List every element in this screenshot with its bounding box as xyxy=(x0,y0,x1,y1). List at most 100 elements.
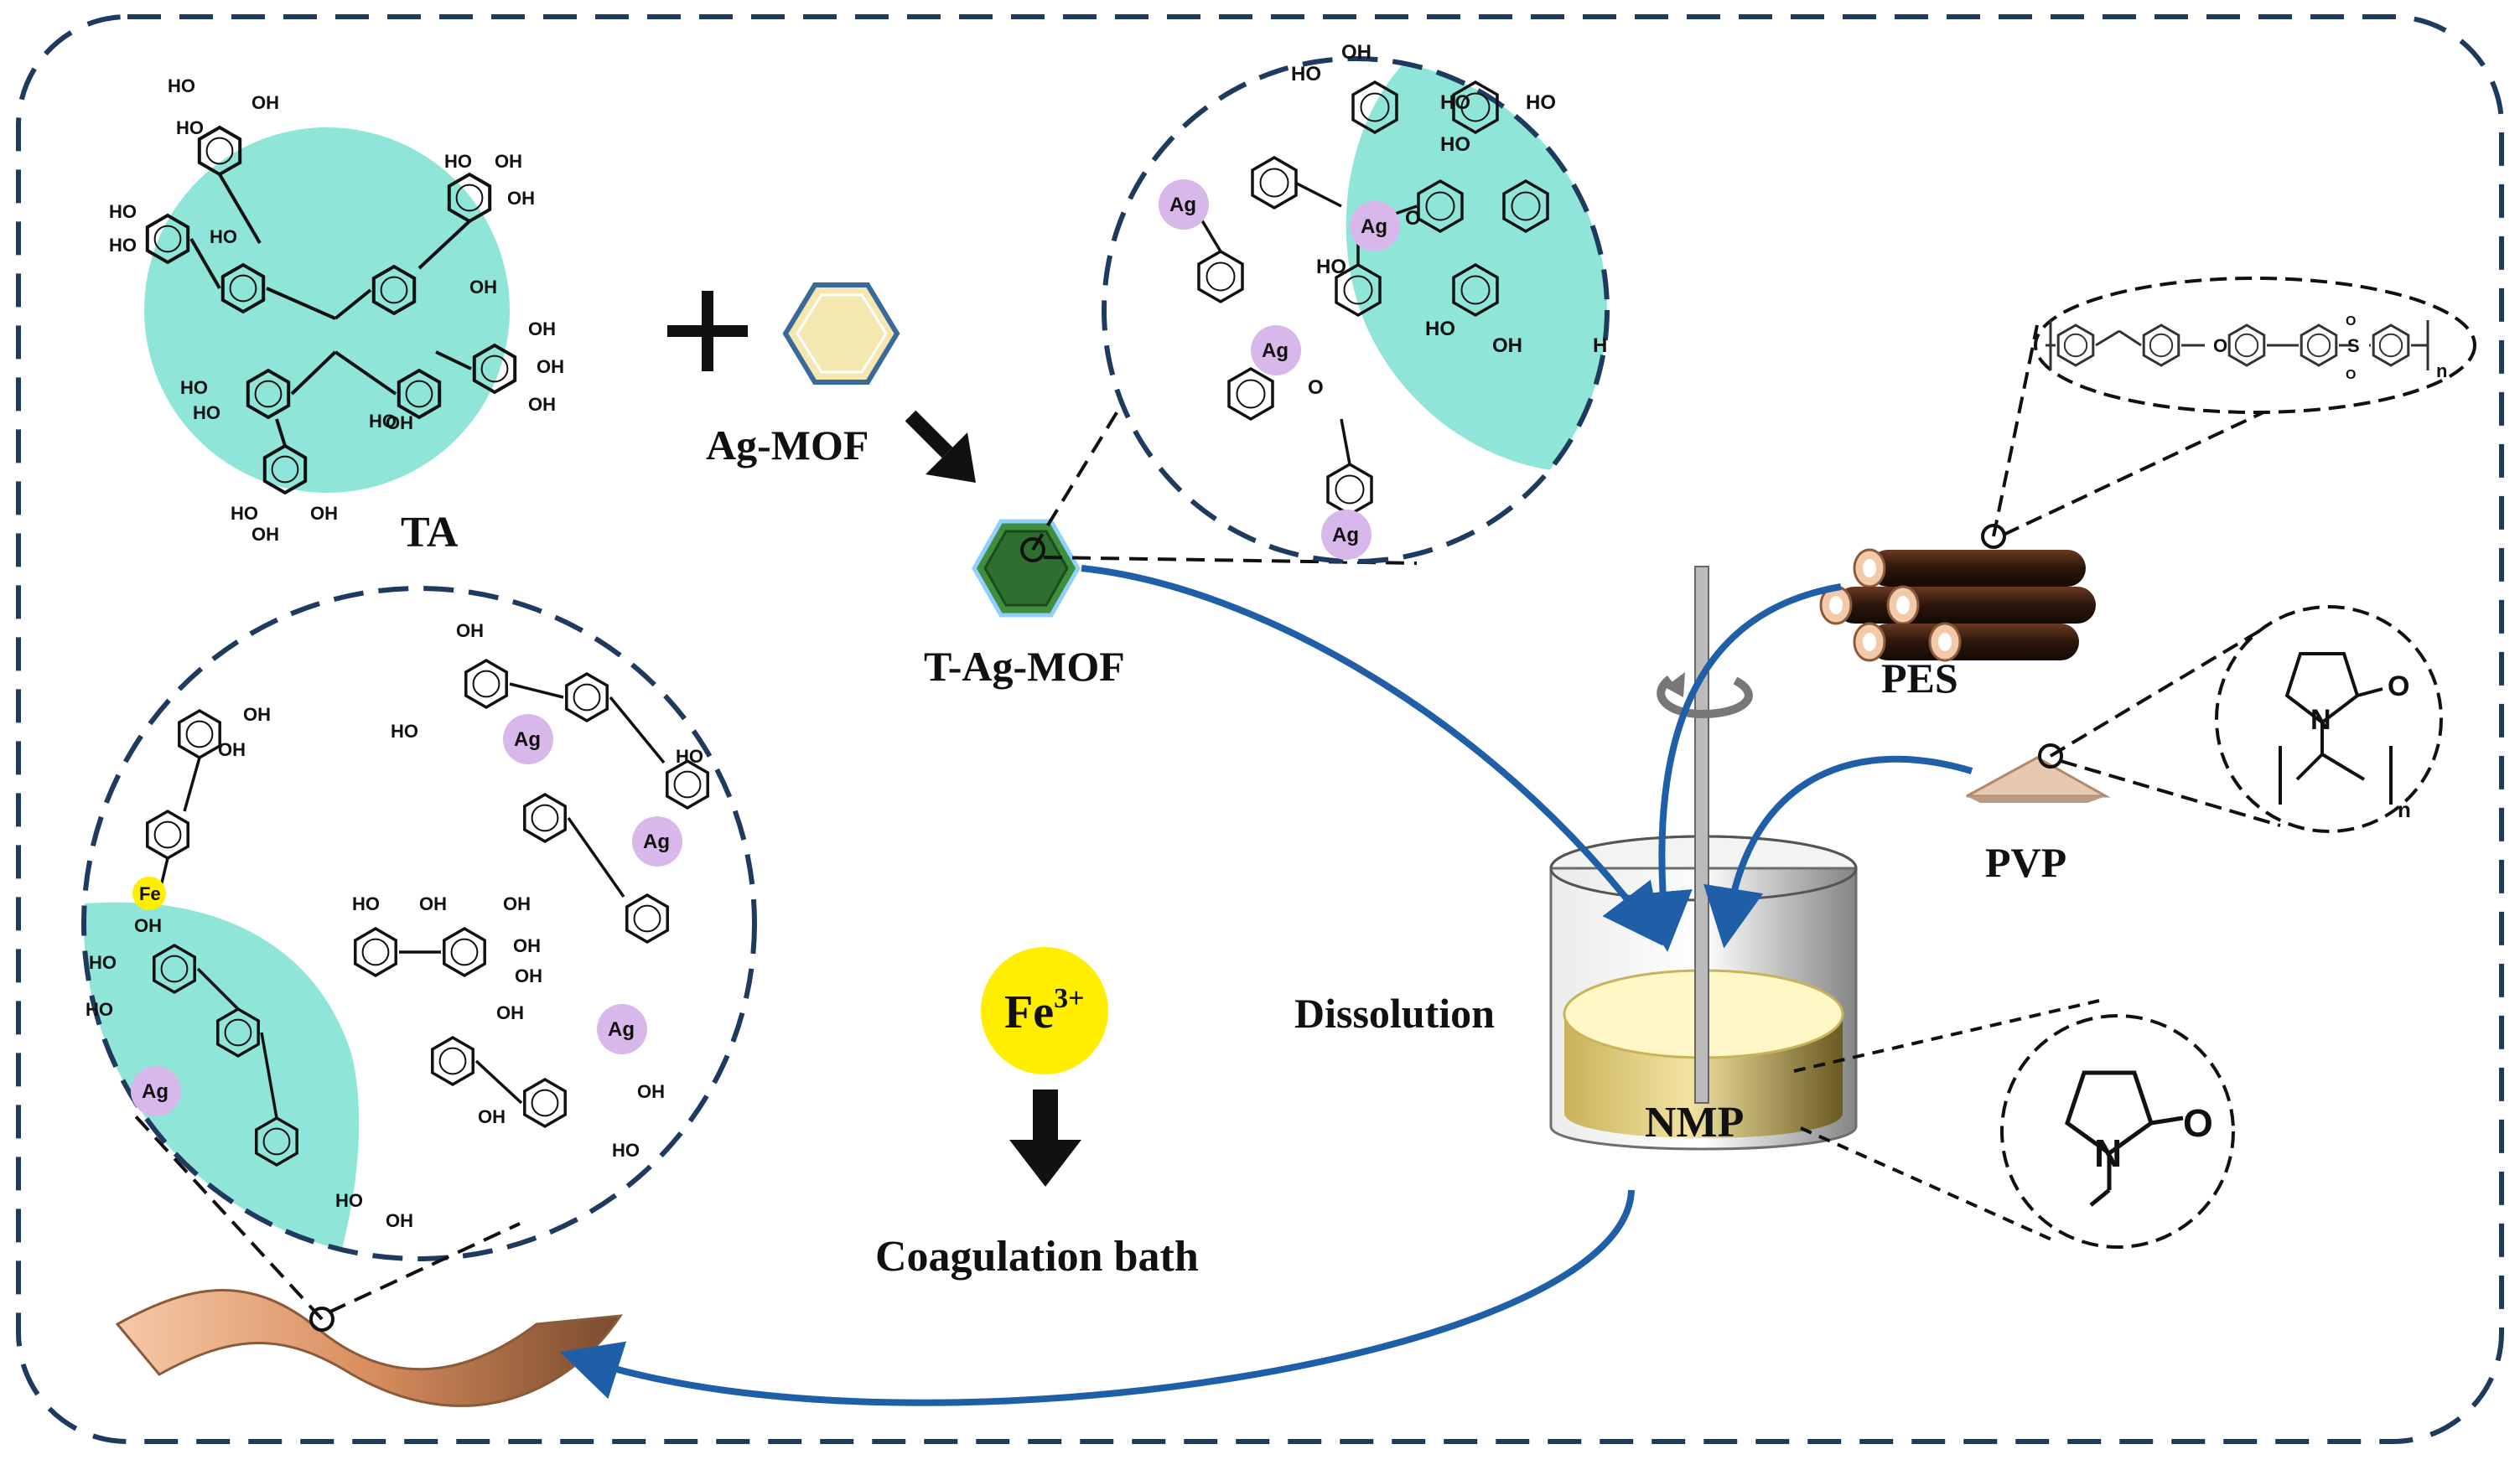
silver-atom-bubble xyxy=(131,1066,181,1116)
atom-label: OH xyxy=(1492,334,1522,357)
benzene-ring xyxy=(2142,324,2180,367)
atom-label: O xyxy=(2346,368,2356,382)
atom-label: HO xyxy=(210,226,237,247)
pvp-label: PVP xyxy=(1985,839,2066,886)
aromatic-circle xyxy=(438,1047,467,1075)
bond-line xyxy=(334,350,397,396)
benzene-ring xyxy=(1452,262,1499,318)
bond-line xyxy=(260,1032,278,1119)
benzene-ring xyxy=(565,671,609,723)
bond-line xyxy=(2320,753,2366,781)
aromatic-circle xyxy=(224,1018,252,1047)
aromatic-circle xyxy=(2378,333,2403,358)
benzene-ring xyxy=(262,443,308,495)
bond-line xyxy=(266,287,336,320)
benzene-ring xyxy=(523,1077,567,1129)
benzene-ring xyxy=(1351,80,1398,135)
down-arrow-icon xyxy=(1009,1090,1081,1187)
atom-label: HO xyxy=(369,411,397,432)
atom-label: OH xyxy=(507,188,535,209)
bond-line xyxy=(275,418,287,447)
atom-label: O xyxy=(2183,1101,2213,1145)
atom-label: HO xyxy=(231,503,258,524)
ta-label: TA xyxy=(401,509,459,556)
atom-label: HO xyxy=(168,75,195,96)
atom-label: HO xyxy=(391,721,418,742)
aromatic-circle xyxy=(153,820,182,849)
aromatic-circle xyxy=(262,1127,291,1156)
silver-atom-bubble xyxy=(1321,510,1371,560)
pes-tubes-icon xyxy=(1819,524,2096,662)
bond-line xyxy=(435,350,472,370)
aromatic-circle xyxy=(472,670,500,698)
aromatic-circle xyxy=(531,804,559,832)
reaction-arrow-icon xyxy=(905,410,976,483)
benzene-ring xyxy=(146,809,189,861)
atom-label: HO xyxy=(335,1190,363,1211)
atom-label: Ag xyxy=(514,728,541,751)
aromatic-circle xyxy=(450,938,479,966)
benzene-ring xyxy=(472,343,517,395)
bond-line xyxy=(218,173,262,245)
benzene-ring xyxy=(1251,155,1298,210)
atom-label: O xyxy=(1308,376,1324,399)
atom-label: O xyxy=(2346,314,2356,329)
atom-label: HO xyxy=(89,952,117,973)
plus-icon xyxy=(667,291,748,371)
atom-label: OH xyxy=(478,1106,506,1127)
aromatic-circle xyxy=(271,455,299,484)
atom-label: OH xyxy=(1341,41,1371,64)
bond-line xyxy=(334,288,372,320)
silver-atom-bubble xyxy=(632,816,682,867)
atom-label: N xyxy=(2094,1131,2122,1175)
aromatic-circle xyxy=(2149,333,2174,358)
atom-label: Ag xyxy=(643,831,670,853)
atom-label: OH xyxy=(469,277,497,298)
bond-line xyxy=(509,682,564,699)
atom-label: OH xyxy=(134,915,162,936)
benzene-ring xyxy=(1502,179,1549,234)
atom-label: OH xyxy=(513,935,541,956)
aromatic-circle xyxy=(2063,333,2088,358)
t-ag-mof-hexagon-icon xyxy=(972,519,1081,618)
atom-label: OH xyxy=(386,412,413,433)
atom-label: HO xyxy=(676,746,703,767)
benzene-ring xyxy=(220,262,266,314)
atom-label: HO xyxy=(109,235,137,256)
benzene-ring xyxy=(145,213,190,265)
atom-label: HO xyxy=(1291,63,1321,85)
bond-line xyxy=(1340,418,1351,465)
atom-label: HO xyxy=(1440,91,1470,114)
benzene-ring xyxy=(464,658,508,710)
atom-label: OH xyxy=(503,893,531,914)
aromatic-circle xyxy=(1206,261,1236,292)
atom-label: Ag xyxy=(1262,339,1289,362)
benzene-ring xyxy=(625,893,669,945)
atom-label: OH xyxy=(528,318,556,339)
atom-label: HO xyxy=(193,402,220,423)
benzene-ring xyxy=(2227,324,2266,367)
bond-line xyxy=(290,350,337,396)
bond-line xyxy=(2357,687,2383,697)
benzene-ring xyxy=(354,926,397,978)
atom-label: n xyxy=(2436,360,2447,381)
aromatic-circle xyxy=(2306,333,2331,358)
aromatic-circle xyxy=(1335,474,1365,505)
benzene-ring xyxy=(523,792,567,844)
aromatic-circle xyxy=(160,955,189,983)
atom-label: OH xyxy=(495,151,522,172)
benzene-ring xyxy=(397,368,442,420)
benzene-ring xyxy=(1335,262,1382,318)
atom-label: OH xyxy=(515,965,542,986)
atom-label: OH xyxy=(310,503,338,524)
benzene-ring xyxy=(2372,324,2410,367)
aromatic-circle xyxy=(573,683,601,712)
atom-label: HO xyxy=(444,151,472,172)
aromatic-circle xyxy=(1460,275,1491,305)
atom-label: OH xyxy=(386,1210,413,1231)
atom-label: HO xyxy=(1526,91,1556,114)
aromatic-circle xyxy=(254,380,283,408)
